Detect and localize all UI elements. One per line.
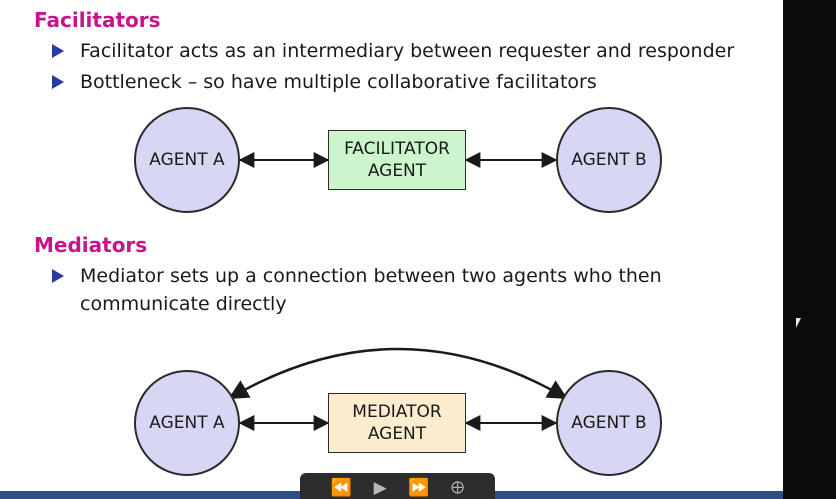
video-player-controls: ⏪ ▶ ⏩ ⨁ bbox=[300, 473, 495, 499]
facilitators-heading: Facilitators bbox=[34, 8, 161, 32]
diagram-connectors bbox=[228, 152, 568, 431]
facilitator-agent-label: FACILITATOR AGENT bbox=[344, 139, 450, 181]
mediators-heading: Mediators bbox=[34, 233, 148, 257]
agent-b-label: AGENT B bbox=[571, 413, 647, 433]
agent-b-label: AGENT B bbox=[571, 150, 647, 170]
mediator-agent-node: MEDIATOR AGENT bbox=[328, 393, 466, 453]
bullet-triangle-icon bbox=[52, 269, 64, 283]
rewind-icon[interactable]: ⏪ bbox=[330, 478, 352, 498]
agent-b-node: AGENT B bbox=[556, 370, 662, 476]
agent-a-node: AGENT A bbox=[134, 107, 240, 213]
bullet-triangle-icon bbox=[52, 44, 64, 58]
facilitator-agent-node: FACILITATOR AGENT bbox=[328, 130, 466, 190]
agent-a-label: AGENT A bbox=[149, 413, 225, 433]
direct-connection-arc bbox=[228, 347, 568, 400]
settings-icon[interactable]: ⨁ bbox=[451, 480, 465, 495]
agent-b-node: AGENT B bbox=[556, 107, 662, 213]
agent-a-node: AGENT A bbox=[134, 370, 240, 476]
bullet-item: Bottleneck – so have multiple collaborat… bbox=[52, 68, 597, 96]
bullet-item: Facilitator acts as an intermediary betw… bbox=[52, 37, 734, 65]
bullet-item: Mediator sets up a connection between tw… bbox=[52, 262, 662, 318]
bullet-text: Facilitator acts as an intermediary betw… bbox=[80, 40, 735, 62]
bullet-text: Bottleneck – so have multiple collaborat… bbox=[80, 71, 597, 93]
mediator-agent-label: MEDIATOR AGENT bbox=[352, 402, 442, 444]
play-icon[interactable]: ▶ bbox=[373, 478, 387, 498]
video-letterbox bbox=[783, 0, 836, 499]
fast-forward-icon[interactable]: ⏩ bbox=[408, 478, 430, 498]
bullet-text: Mediator sets up a connection between tw… bbox=[80, 265, 662, 315]
bullet-triangle-icon bbox=[52, 75, 64, 89]
slide: Facilitators Facilitator acts as an inte… bbox=[0, 0, 783, 499]
mouse-cursor-icon bbox=[796, 318, 801, 328]
agent-a-label: AGENT A bbox=[149, 150, 225, 170]
